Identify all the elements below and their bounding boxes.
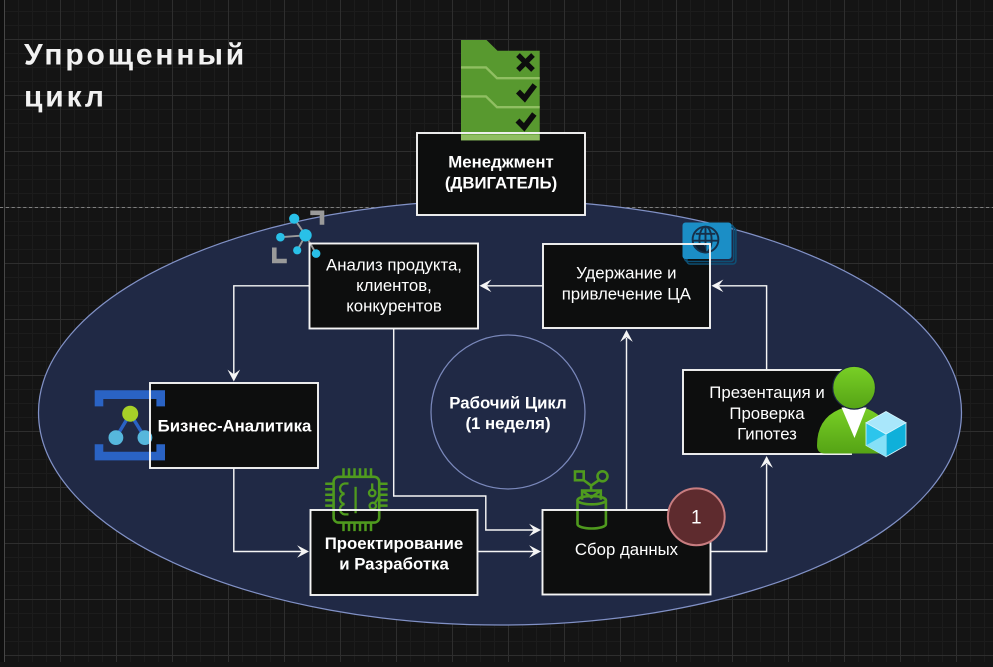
svg-text:клиентов,: клиентов, bbox=[356, 276, 432, 295]
svg-text:Проверка: Проверка bbox=[729, 404, 805, 423]
svg-text:Менеджмент: Менеджмент bbox=[448, 153, 553, 172]
svg-text:Удержание и: Удержание и bbox=[576, 264, 676, 283]
svg-text:Упрощенный: Упрощенный bbox=[24, 39, 247, 72]
svg-text:и Разработка: и Разработка bbox=[339, 554, 449, 573]
svg-text:(1 неделя): (1 неделя) bbox=[465, 414, 550, 433]
svg-text:Бизнес-Аналитика: Бизнес-Аналитика bbox=[158, 416, 312, 435]
svg-text:конкурентов: конкурентов bbox=[346, 297, 442, 316]
svg-text:Анализ продукта,: Анализ продукта, bbox=[326, 256, 462, 275]
svg-text:(ДВИГАТЕЛЬ): (ДВИГАТЕЛЬ) bbox=[445, 174, 557, 193]
svg-text:Сбор данных: Сбор данных bbox=[575, 540, 679, 559]
svg-text:Проектирование: Проектирование bbox=[325, 534, 464, 553]
svg-text:1: 1 bbox=[691, 508, 702, 529]
svg-text:цикл: цикл bbox=[24, 81, 107, 114]
svg-text:привлечение ЦА: привлечение ЦА bbox=[562, 285, 692, 304]
svg-text:Рабочий Цикл: Рабочий Цикл bbox=[449, 393, 566, 412]
svg-text:Презентация и: Презентация и bbox=[709, 383, 824, 402]
svg-text:Гипотез: Гипотез bbox=[737, 424, 797, 443]
